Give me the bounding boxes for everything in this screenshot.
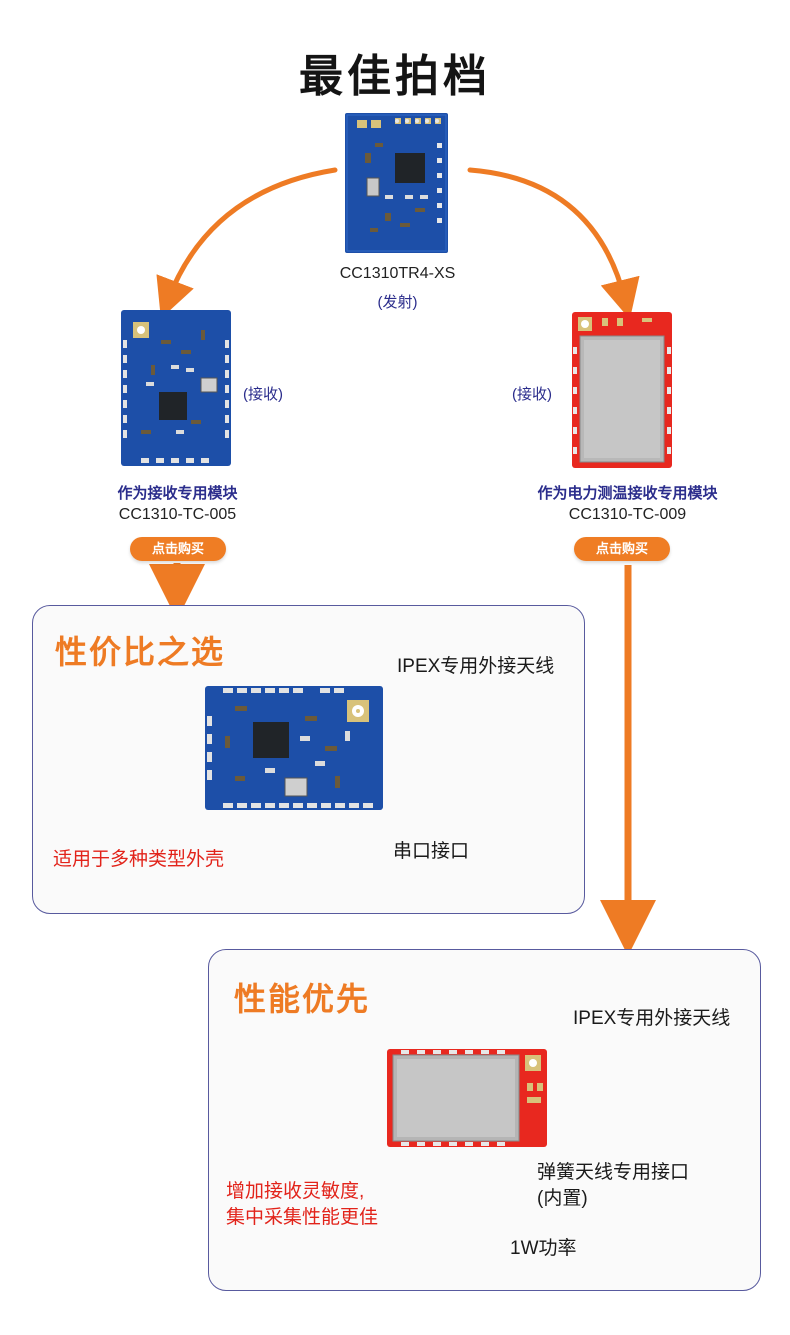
receiver-005-role: (接收) — [243, 386, 283, 403]
transmitter-model: CC1310TR4-XS — [339, 265, 456, 282]
performance-board-image — [387, 1049, 547, 1152]
receiver-009-role: (接收) — [512, 386, 552, 403]
receiver-board-009-image — [572, 312, 672, 473]
transmitter-role: (发射) — [377, 294, 418, 311]
performance-spring-label: 弹簧天线专用接口 — [537, 1162, 690, 1183]
receiver-009-model: CC1310-TC-009 — [568, 506, 687, 523]
curve-arrow-left — [156, 167, 338, 319]
value-board-image — [205, 686, 383, 815]
receiver-005-model: CC1310-TC-005 — [118, 506, 237, 523]
performance-spring-sub: (内置) — [537, 1188, 588, 1209]
performance-sensitivity-line2: 集中采集性能更佳 — [226, 1207, 379, 1228]
value-choice-title: 性价比之选 — [55, 634, 226, 670]
receiver-005-purpose: 作为接收专用模块 — [117, 485, 238, 502]
buy-button-005[interactable]: 点击购买 — [130, 537, 226, 561]
curve-arrow-right — [467, 167, 640, 320]
performance-power-label: 1W功率 — [510, 1238, 577, 1259]
page-title: 最佳拍档 — [299, 52, 491, 101]
receiver-board-005-image — [121, 310, 231, 471]
transmitter-board-image — [345, 113, 448, 258]
performance-sensitivity-line1: 增加接收灵敏度, — [226, 1181, 365, 1202]
value-antenna-label: IPEX专用外接天线 — [397, 656, 555, 677]
buy-button-009[interactable]: 点击购买 — [574, 537, 670, 561]
performance-antenna-label: IPEX专用外接天线 — [573, 1008, 731, 1029]
receiver-009-purpose: 作为电力测温接收专用模块 — [537, 485, 718, 502]
performance-title: 性能优先 — [234, 981, 371, 1017]
value-compat-label: 适用于多种类型外壳 — [53, 849, 225, 870]
value-serial-label: 串口接口 — [393, 841, 470, 862]
